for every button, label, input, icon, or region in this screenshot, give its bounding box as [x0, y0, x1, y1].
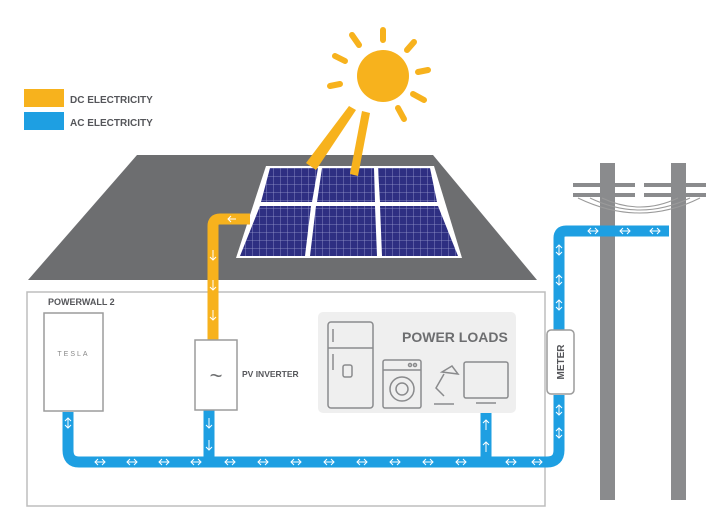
ac-swatch — [24, 112, 64, 130]
tv-icon — [463, 361, 509, 404]
dc-arrows — [209, 215, 236, 321]
pv-inverter: ~ PV INVERTER — [194, 339, 299, 411]
inverter-symbol: ~ — [210, 363, 223, 388]
powerwall-label: POWERWALL 2 — [48, 297, 115, 307]
inverter-unit — [194, 339, 238, 411]
dc-swatch — [24, 89, 64, 107]
dc-legend-label: DC ELECTRICITY — [70, 95, 153, 106]
inverter-label: PV INVERTER — [242, 369, 299, 379]
ac-horizontal-arrows — [94, 227, 661, 466]
meter: METER — [546, 329, 575, 395]
ac-grid-line — [553, 225, 669, 330]
sun-icon — [306, 27, 431, 176]
powerwall: POWERWALL 2 TESLA — [43, 297, 115, 412]
fridge-icon — [327, 321, 374, 409]
ac-legend-label: AC ELECTRICITY — [70, 118, 153, 129]
dc-line — [207, 213, 250, 340]
ac-house-line — [62, 395, 565, 468]
meter-label: METER — [556, 344, 567, 380]
legend: DC ELECTRICITY AC ELECTRICITY — [24, 89, 153, 130]
flow-arrows — [64, 215, 661, 466]
utility-pole-icon — [573, 163, 706, 500]
meter-box — [546, 329, 575, 395]
loads-panel — [318, 312, 516, 413]
power-loads: POWER LOADS — [318, 312, 516, 413]
tesla-logo: TESLA — [57, 351, 89, 358]
loads-label: POWER LOADS — [402, 329, 508, 345]
lamp-icon — [434, 365, 460, 405]
washer-icon — [382, 359, 422, 409]
powerwall-unit — [43, 312, 104, 412]
solar-panel-icon — [236, 166, 462, 258]
ac-vertical-arrows — [64, 244, 563, 452]
